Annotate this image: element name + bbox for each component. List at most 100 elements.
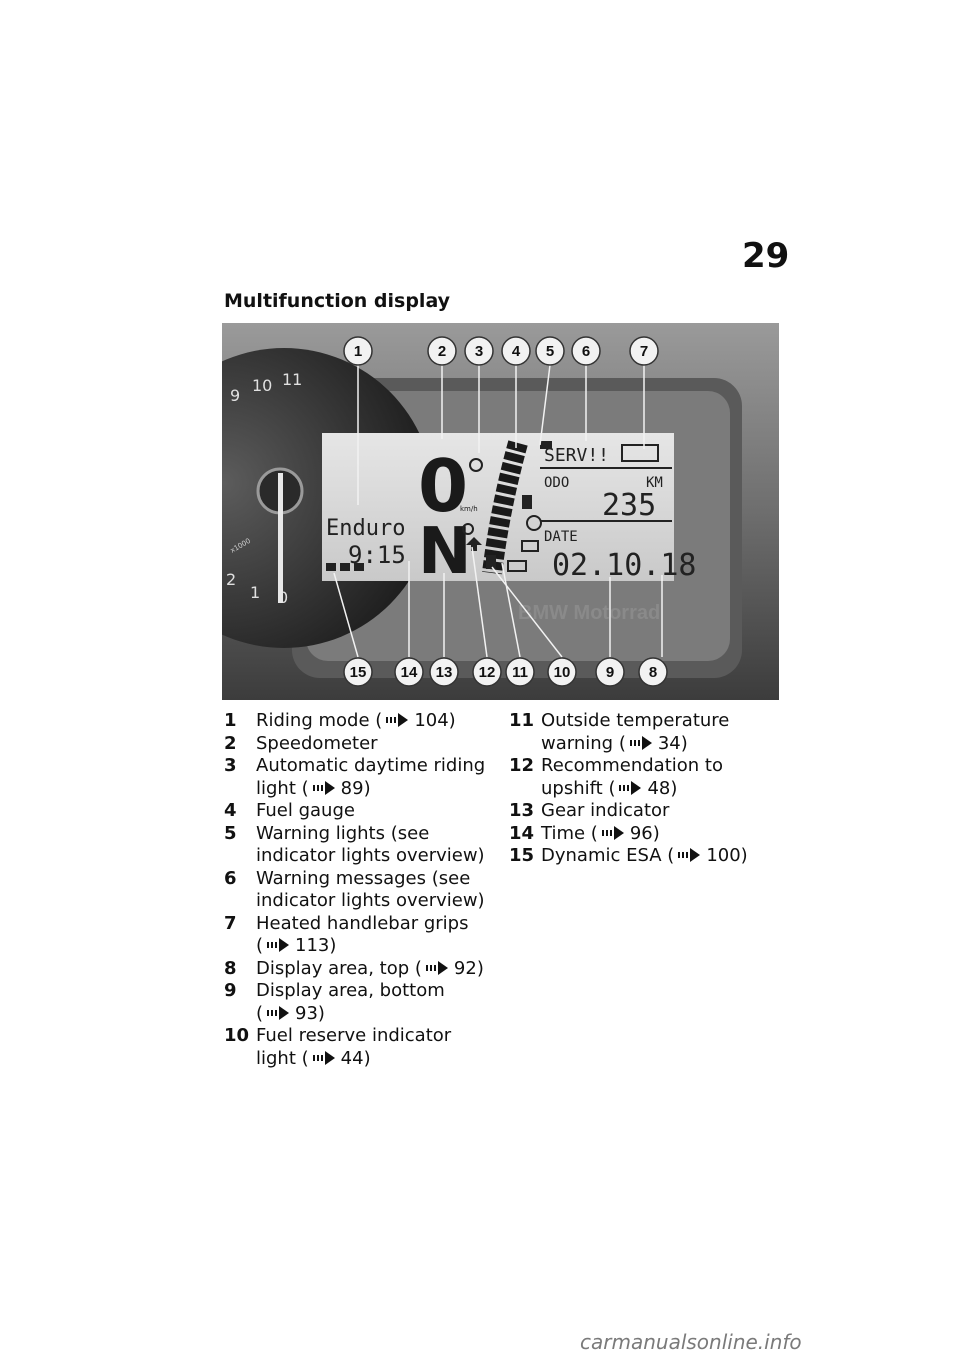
legend-text: Gear indicator [541, 800, 670, 821]
legend-right: 11 Outside temperature warning (34) 12 R… [509, 710, 784, 868]
legend-item-11: 11 Outside temperature warning (34) [509, 710, 784, 755]
page-reference[interactable]: (34) [618, 732, 688, 754]
page-reference[interactable]: (96) [590, 822, 660, 844]
engine-icon [521, 540, 539, 552]
svg-text:4: 4 [512, 343, 521, 360]
callout-2: 2 [427, 336, 457, 366]
legend-left: 1 Riding mode (104) 2 Speedometer 3 Auto… [224, 710, 486, 1070]
legend-text: Heated handlebar grips [256, 912, 469, 934]
esa-icon [340, 563, 350, 571]
svg-text:15: 15 [350, 664, 367, 681]
page-reference[interactable]: (100) [667, 845, 748, 866]
legend-number: 8 [224, 957, 237, 979]
legend-text: Time [541, 822, 586, 844]
fuel-reserve-icon [486, 555, 496, 569]
legend-number: 5 [224, 822, 237, 844]
legend-number: 13 [509, 800, 535, 821]
callout-10: 10 [547, 657, 577, 687]
legend-item-7: 7 Heated handlebar grips (113) [224, 913, 486, 958]
legend-item-3: 3 Automatic daytime riding light (89) [224, 755, 486, 800]
svg-text:1: 1 [354, 343, 362, 360]
temperature-icon [462, 523, 474, 535]
callout-6: 6 [571, 336, 601, 366]
odo-value: 235 [602, 488, 656, 523]
callout-13: 13 [429, 657, 459, 687]
svg-text:9: 9 [606, 664, 614, 681]
callout-11: 11 [505, 657, 535, 687]
page-reference-arrow-icon [312, 780, 335, 795]
dial-number: 10 [252, 376, 272, 395]
page-reference-arrow-icon [601, 825, 624, 840]
svg-text:5: 5 [546, 343, 554, 360]
page-reference[interactable]: (113) [256, 935, 337, 956]
watermark-url[interactable]: carmanualsonline.info [580, 1330, 802, 1354]
callout-8: 8 [638, 657, 668, 687]
callout-14: 14 [394, 657, 424, 687]
odo-label: ODO [544, 475, 569, 491]
speed-unit: km/h [460, 505, 478, 513]
brand-logo: BMW Motorrad [518, 602, 660, 624]
legend-item-8: 8 Display area, top (92) [224, 958, 486, 981]
legend-item-2: 2 Speedometer [224, 733, 486, 756]
date-value: 02.10.18 [552, 548, 697, 583]
riding-mode-text: Enduro [326, 516, 405, 541]
svg-text:12: 12 [479, 664, 496, 681]
battery-icon [507, 560, 527, 572]
callout-5: 5 [535, 336, 565, 366]
legend-item-6: 6 Warning messages (see indicator lights… [224, 868, 486, 913]
page-reference-arrow-icon [619, 780, 642, 795]
page-reference[interactable]: (89) [301, 777, 371, 799]
svg-text:13: 13 [436, 664, 453, 681]
svg-text:7: 7 [640, 343, 648, 360]
page-reference-arrow-icon [678, 848, 701, 862]
page-reference[interactable]: (44) [301, 1047, 371, 1069]
legend-number: 14 [509, 822, 535, 844]
legend-text: Fuel reserve indicator light [256, 1025, 452, 1069]
legend-text: Dynamic ESA [541, 845, 662, 866]
legend-number: 9 [224, 980, 237, 1001]
legend-number: 1 [224, 710, 237, 731]
callout-1: 1 [343, 336, 373, 366]
esa-icon [326, 563, 336, 571]
legend-number: 2 [224, 732, 237, 754]
legend-item-12: 12 Recommendation to upshift (48) [509, 755, 784, 800]
heated-grips-icon [621, 444, 659, 462]
tachometer-needle [278, 473, 283, 603]
legend-item-4: 4 Fuel gauge [224, 800, 486, 823]
page-reference[interactable]: (93) [256, 1002, 325, 1024]
legend-text: Automatic daytime riding light [256, 755, 486, 799]
legend-number: 12 [509, 755, 535, 776]
page-reference[interactable]: (92) [414, 957, 484, 979]
svg-text:11: 11 [512, 664, 528, 681]
page-reference[interactable]: (104) [375, 710, 456, 731]
warning-message-text: SERV!! [544, 445, 609, 466]
key-icon [540, 441, 552, 449]
upshift-arrow-icon [466, 537, 482, 551]
legend-number: 4 [224, 800, 237, 821]
dial-number: 1 [250, 583, 260, 602]
legend-item-13: 13 Gear indicator [509, 800, 784, 823]
callout-15: 15 [343, 657, 373, 687]
dial-number: 9 [230, 386, 240, 405]
legend-text: Riding mode [256, 710, 370, 731]
page-reference-arrow-icon [629, 735, 652, 750]
legend-text: Warning messages (see indicator lights o… [256, 867, 485, 912]
page-reference-arrow-icon [425, 960, 448, 975]
page-reference-arrow-icon [312, 1050, 335, 1065]
page-reference[interactable]: (48) [608, 777, 678, 799]
legend-number: 6 [224, 867, 237, 889]
legend-text: Display area, bottom [256, 980, 445, 1001]
legend-number: 11 [509, 710, 535, 731]
svg-text:2: 2 [438, 343, 446, 360]
legend-text: Outside temperature warning [541, 710, 730, 754]
legend-item-15: 15 Dynamic ESA (100) [509, 845, 784, 868]
legend-text: Display area, top [256, 957, 410, 979]
legend-text: Fuel gauge [256, 800, 355, 821]
page-number: 29 [742, 236, 790, 276]
daylight-icon [469, 458, 483, 472]
fuel-gauge-bar [482, 440, 528, 575]
dial-number: 11 [282, 370, 302, 389]
legend-item-14: 14 Time (96) [509, 823, 784, 846]
tire-pressure-icon [526, 515, 542, 531]
leader-lines [333, 363, 663, 658]
